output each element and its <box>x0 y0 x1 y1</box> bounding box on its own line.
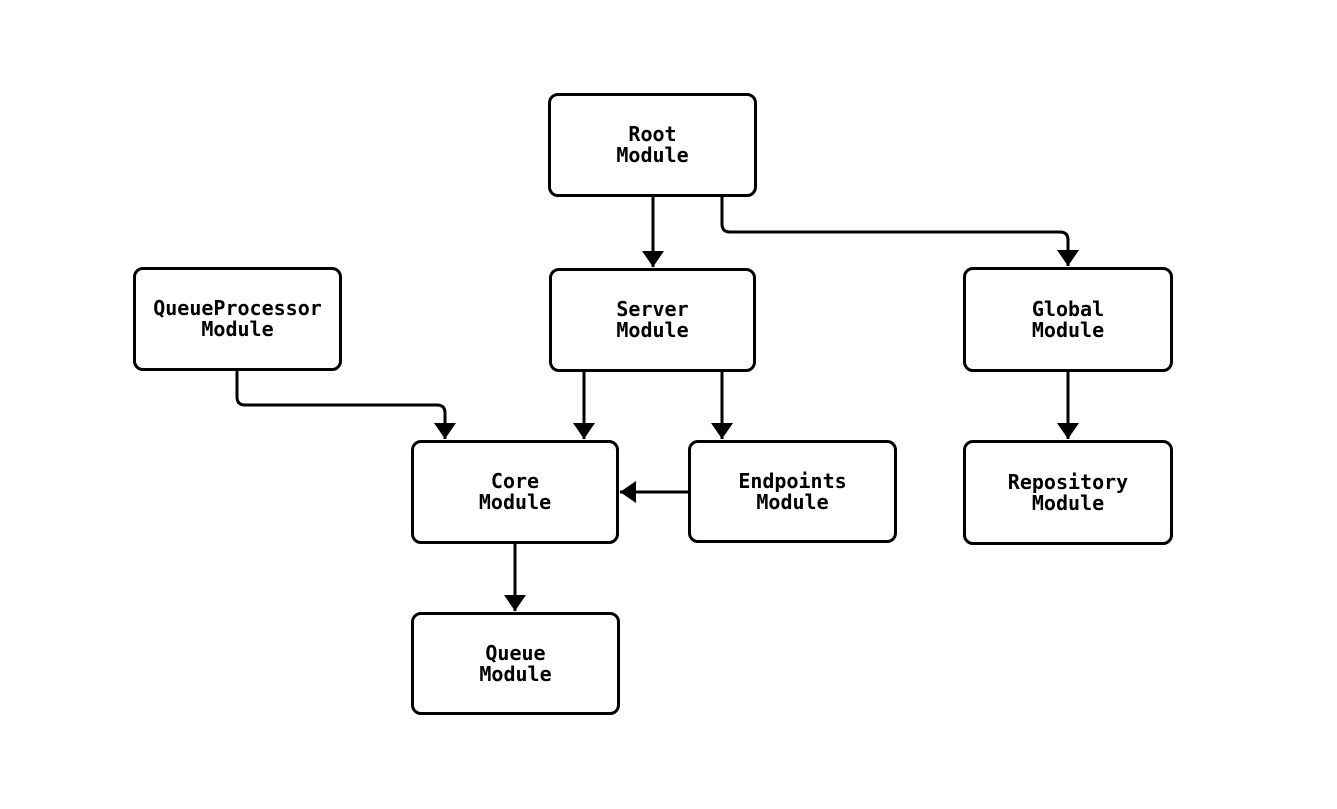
edge-queueprocessor-to-core <box>235 371 456 439</box>
edge-root-to-global <box>720 197 1079 266</box>
node-endpoints-module: Endpoints Module <box>688 440 897 543</box>
node-queueprocessor-module: QueueProcessor Module <box>133 267 342 371</box>
node-global-module: Global Module <box>963 267 1173 372</box>
node-server-module: Server Module <box>549 268 756 372</box>
node-queue-module: Queue Module <box>411 612 620 715</box>
node-repository-module: Repository Module <box>963 440 1173 545</box>
node-root-module: Root Module <box>548 93 757 197</box>
node-core-module: Core Module <box>411 440 619 544</box>
